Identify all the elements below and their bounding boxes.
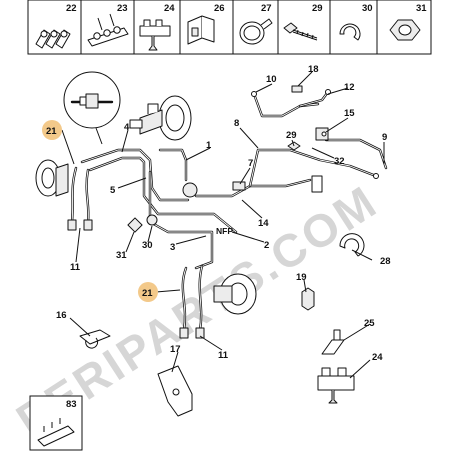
callout-25[interactable]: 25 (364, 318, 375, 329)
pipe-1 (158, 148, 188, 182)
callout-17[interactable]: 17 (170, 344, 181, 355)
callout-11-upper[interactable]: 11 (70, 262, 81, 273)
pipe-3 (148, 170, 214, 270)
callout-18[interactable]: 18 (308, 64, 319, 75)
callout-21-upper[interactable]: 21 (46, 126, 57, 137)
bracket-clip-icon (187, 15, 215, 45)
callout-labels: 1 2 3 4 5 7 8 9 10 11 11 12 14 15 16 17 … (46, 64, 391, 363)
round-clip-30-icon (146, 214, 158, 226)
callout-3[interactable]: 3 (170, 242, 175, 253)
callout-10[interactable]: 10 (266, 74, 277, 85)
thumb-30[interactable]: 30 (329, 0, 378, 55)
loose-parts-right (301, 233, 365, 404)
thumb-23-frame (80, 0, 135, 55)
nut-icon (389, 19, 421, 41)
thumb-24[interactable]: 24 (133, 0, 181, 55)
highlight-21-lower (138, 282, 158, 302)
callout-19[interactable]: 19 (296, 272, 307, 283)
callout-2[interactable]: 2 (264, 240, 269, 251)
union-detail-magnifier (63, 71, 121, 145)
thumb-83-label: 83 (66, 399, 77, 410)
union-7-icon (232, 181, 246, 191)
callout-21-lower[interactable]: 21 (142, 288, 153, 299)
callout-9[interactable]: 9 (382, 132, 387, 143)
callout-30[interactable]: 30 (142, 240, 153, 251)
brake-pipe-network (80, 90, 388, 270)
clip-28-icon (339, 233, 365, 257)
thumb-26[interactable]: 26 (179, 0, 234, 55)
pipe-fittings (182, 85, 379, 198)
bracket-24-icon (317, 367, 355, 391)
thumb-23-label: 23 (117, 3, 128, 14)
callout-8[interactable]: 8 (234, 118, 239, 129)
distributor-block-icon (182, 182, 198, 198)
rear-caliper (213, 273, 257, 315)
thumb-29[interactable]: 29 (277, 0, 331, 55)
callout-32[interactable]: 32 (334, 156, 345, 167)
nfp-label: NFP (216, 226, 233, 236)
union-fitting-icon (85, 93, 99, 109)
flex-hoses-rear (179, 264, 205, 339)
small-parts-30-31 (127, 214, 158, 233)
top-parts-row: 22 23 24 (27, 0, 432, 55)
screw-icon (283, 22, 318, 41)
spring-clip-icon (339, 23, 361, 41)
callout-1[interactable]: 1 (206, 140, 212, 151)
callout-24[interactable]: 24 (372, 352, 383, 363)
master-cylinder-icon (139, 109, 163, 135)
callout-15[interactable]: 15 (344, 108, 355, 119)
square-clip-31-icon (127, 217, 143, 233)
master-cylinder-booster (129, 95, 192, 141)
callout-4[interactable]: 4 (124, 122, 130, 133)
multi-clip-83-icon (37, 418, 75, 447)
valve-icon (311, 175, 323, 193)
triple-pipe-clip-icon (87, 13, 129, 47)
clip-16-icon (79, 329, 111, 349)
thumb-26-label: 26 (214, 3, 225, 14)
flex-hoses-front (67, 166, 93, 231)
thumb-24-label: 24 (164, 3, 175, 14)
highlight-21-upper (42, 120, 62, 140)
part-83-box[interactable]: 83 (29, 395, 83, 451)
thumb-27-label: 27 (261, 3, 272, 14)
thumb-22[interactable]: 22 (27, 0, 82, 55)
callout-14[interactable]: 14 (258, 218, 269, 229)
leader-lines (61, 71, 385, 379)
thumb-29-label: 29 (312, 3, 323, 14)
thumb-22-label: 22 (66, 3, 77, 14)
callout-28[interactable]: 28 (380, 256, 391, 267)
double-pipe-clip-icon (35, 29, 71, 49)
thumb-23[interactable]: 23 (80, 0, 135, 55)
callout-16[interactable]: 16 (56, 310, 67, 321)
thumb-31-label: 31 (416, 3, 427, 14)
clip-19-icon (301, 287, 315, 311)
callout-31[interactable]: 31 (116, 250, 127, 261)
front-left-caliper (35, 159, 69, 197)
thumb-31[interactable]: 31 (376, 0, 432, 55)
callout-5[interactable]: 5 (110, 185, 116, 196)
clip-18-icon (291, 85, 303, 93)
thumb-27[interactable]: 27 (232, 0, 279, 55)
pipe-7 (194, 178, 312, 198)
callout-12[interactable]: 12 (344, 82, 355, 93)
callout-7[interactable]: 7 (248, 158, 253, 169)
push-clip-icon (139, 19, 171, 51)
hose-clamp-icon (239, 18, 273, 45)
fluid-reservoir-icon (147, 103, 159, 114)
bracket-25-icon (321, 329, 345, 355)
callout-11-lower[interactable]: 11 (218, 350, 229, 361)
thumb-30-label: 30 (362, 3, 373, 14)
callout-29[interactable]: 29 (286, 130, 297, 141)
loose-parts-left (79, 329, 193, 417)
